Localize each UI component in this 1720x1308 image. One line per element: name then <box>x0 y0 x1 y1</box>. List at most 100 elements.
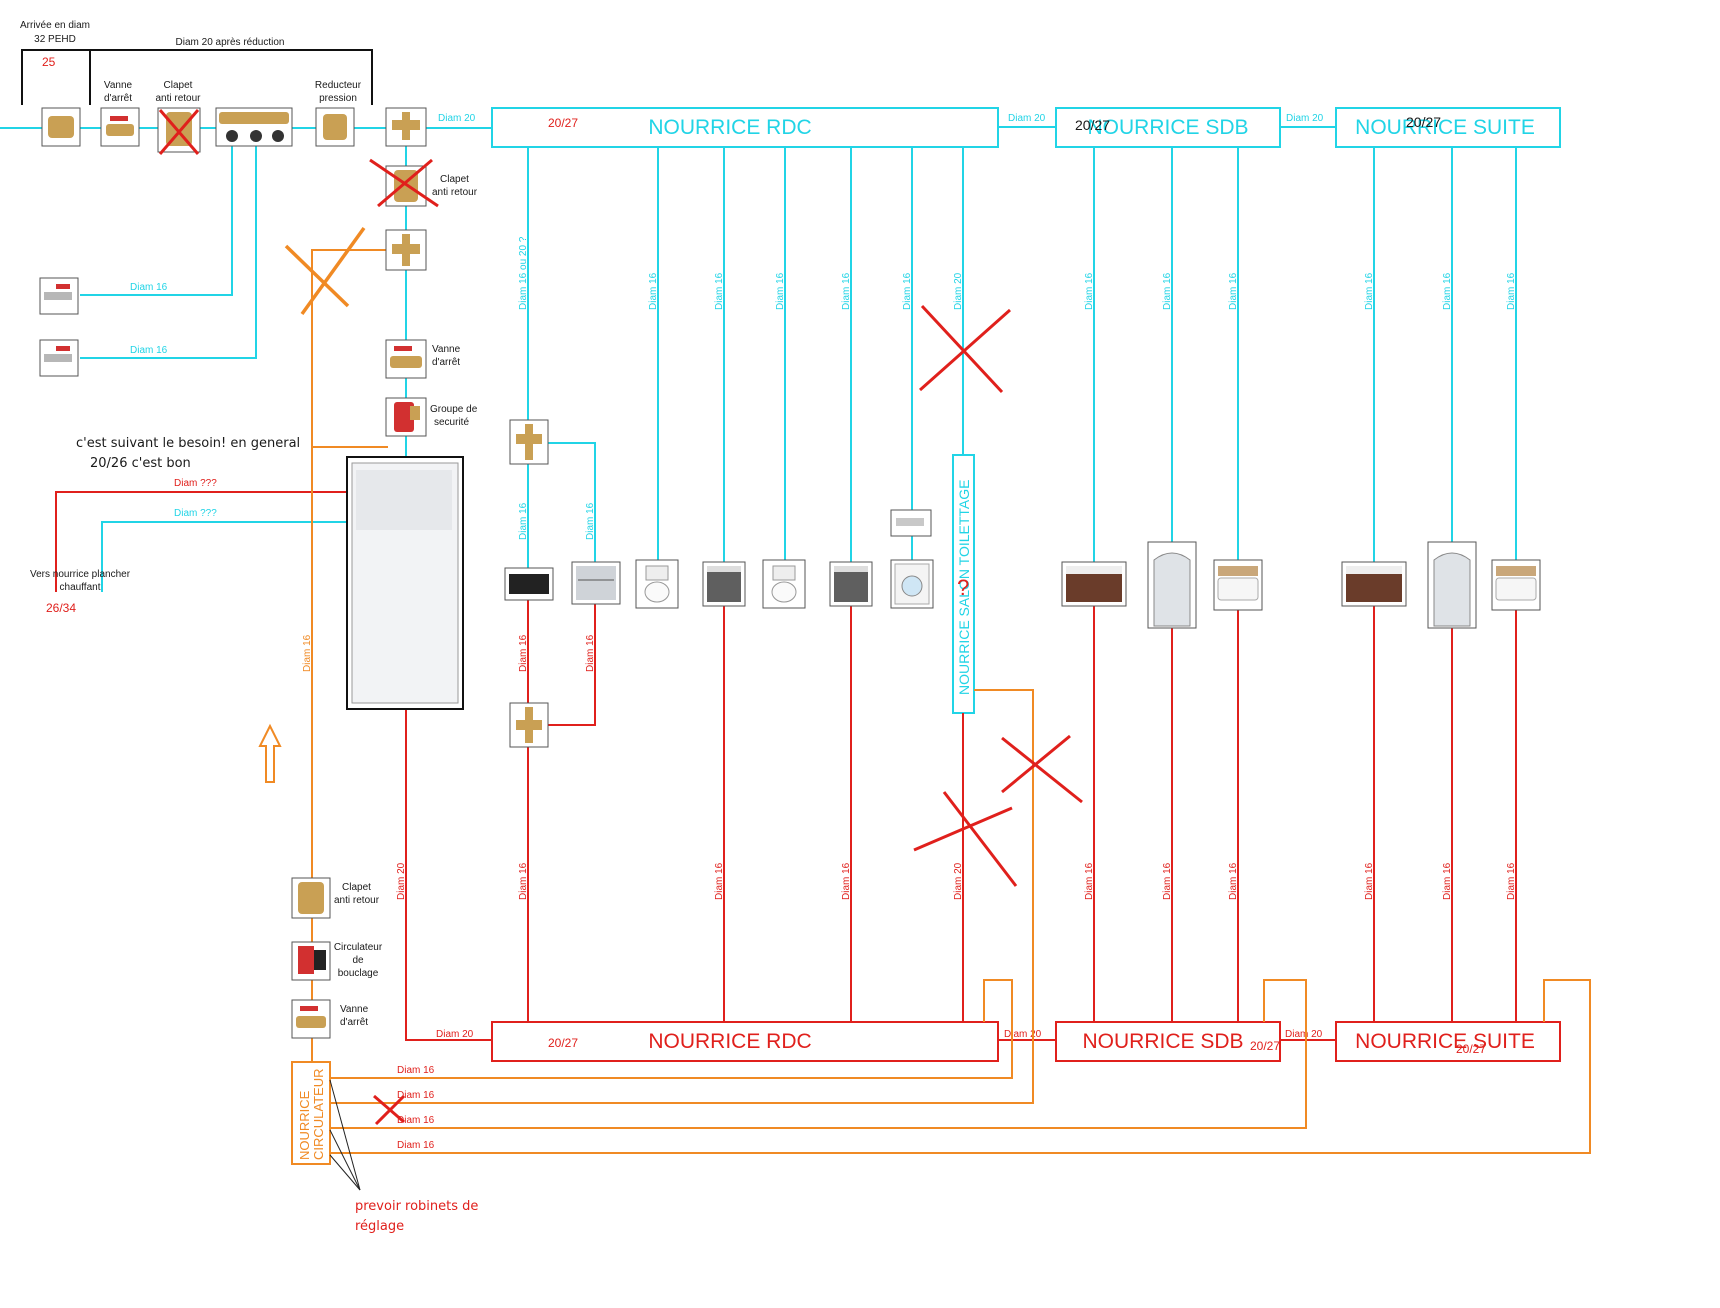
notes: c'est suivant le besoin! en general 20/2… <box>30 436 478 1234</box>
sink-icon <box>504 567 554 601</box>
plancher-label-2: chauffant <box>60 582 101 593</box>
cold-label-sdb2: Diam 16 <box>1162 272 1173 310</box>
cold-link-sdb-suite: Diam 20 <box>1286 113 1324 124</box>
cold-label-b6: Diam 16 <box>902 272 913 310</box>
cold-link-supply: Diam 20 <box>438 113 476 124</box>
cold-label-b9: Diam 16 <box>585 502 596 540</box>
loop-vanne-label-1: Vanne <box>340 1004 369 1015</box>
cold-label-suite2: Diam 16 <box>1442 272 1453 310</box>
loop-d4-label: Diam 16 <box>397 1140 435 1151</box>
plancher-number: 26/34 <box>46 601 76 615</box>
besoin-note-1: c'est suivant le besoin! en general <box>76 436 300 451</box>
cross-mark-icon <box>1001 734 1083 804</box>
hot-manifold-suite-name: NOURRICE SUITE <box>1355 1030 1535 1053</box>
cold-label-b3: Diam 16 <box>714 272 725 310</box>
hot-manifold-suite-size: 20/27 <box>1456 1042 1486 1056</box>
tee-fitting-icon <box>385 229 427 271</box>
vanity-icon <box>1061 561 1127 607</box>
hot-label-suite2: Diam 16 <box>1442 862 1453 900</box>
cross-mark-icon <box>913 791 1018 887</box>
vanne2-label-2: d'arrêt <box>432 357 460 368</box>
hot-diam-unknown-label: Diam ??? <box>174 478 217 489</box>
cold-label-b2: Diam 16 <box>648 272 659 310</box>
loop-nourrice-label-2: CIRCULATEUR <box>311 1069 326 1161</box>
hot-label-h2: Diam 16 <box>518 862 529 900</box>
cold-label-b1: Diam 16 ou 20 ? <box>518 236 529 310</box>
cold-manifolds: NOURRICE RDC 20/27 NOURRICE SDB 20/27 NO… <box>438 107 1561 148</box>
manifold-icon <box>215 107 293 147</box>
cold-link-rdc-sdb: Diam 20 <box>1008 113 1046 124</box>
reducteur-label-1: Reducteur <box>315 80 362 91</box>
loop-d3-label: Diam 16 <box>397 1115 435 1126</box>
cold-manifold-rdc-size: 20/27 <box>548 116 578 130</box>
shower-cabin-icon <box>1147 541 1197 629</box>
bathtub-icon <box>1491 559 1541 611</box>
toilet-icon <box>635 559 679 609</box>
dishwasher-icon <box>571 561 621 605</box>
vanity-icon <box>702 561 746 607</box>
arrival-label-1: Arrivée en diam <box>20 20 90 31</box>
hot-network <box>55 491 1517 1041</box>
reducteur-label-2: pression <box>319 93 357 104</box>
circulator-pump-icon <box>291 941 331 981</box>
tap-fitting-icon <box>890 509 932 537</box>
hot-label-sdb3: Diam 16 <box>1228 862 1239 900</box>
besoin-note-2: 20/26 c'est bon <box>90 456 191 471</box>
diam-after-reduction-label: Diam 20 après réduction <box>176 37 285 48</box>
cross-mark-icon <box>158 109 200 155</box>
groupe-label-1: Groupe de <box>430 404 478 415</box>
vanne-label-1: Vanne <box>104 80 133 91</box>
cold-label-b8: Diam 16 <box>518 502 529 540</box>
tap1-diam-label: Diam 16 <box>130 282 168 293</box>
clapet2-label-1: Clapet <box>440 174 469 185</box>
hot-manifold-sdb-name: NOURRICE SDB <box>1082 1030 1243 1053</box>
components: Vanne d'arrêt Clapet anti retour Reducte… <box>39 80 1541 1126</box>
shower-cabin-icon <box>1427 541 1477 629</box>
circ-label-1: Circulateur <box>334 942 383 953</box>
hot-manifold-suite <box>1335 1021 1561 1062</box>
circulator-manifold-box <box>291 1061 331 1165</box>
vanne-label-2: d'arrêt <box>104 93 132 104</box>
cold-label-suite1: Diam 16 <box>1364 272 1375 310</box>
loop-labels: Diam 16 NOURRICE CIRCULATEUR Diam 16 Dia… <box>297 634 435 1160</box>
hot-feed-vertical-label: Diam 20 <box>396 862 407 900</box>
cold-manifold-sdb <box>1055 107 1281 148</box>
cold-manifold-suite-size: 20/27 <box>1406 114 1441 130</box>
robinets-note-2: réglage <box>355 1219 404 1234</box>
hot-label-suite1: Diam 16 <box>1364 862 1375 900</box>
tee-fitting-icon <box>509 702 549 748</box>
circ-label-3: bouclage <box>338 968 379 979</box>
loop-nourrice-label-1: NOURRICE <box>297 1090 312 1160</box>
hot-label-h6: Diam 20 <box>953 862 964 900</box>
hot-manifolds: NOURRICE RDC 20/27 NOURRICE SDB 20/27 NO… <box>436 1021 1561 1062</box>
hot-label-h1: Diam 16 <box>518 634 529 672</box>
loop-clapet-label-1: Clapet <box>342 882 371 893</box>
tee-fitting-icon <box>509 419 549 465</box>
tap2-diam-label: Diam 16 <box>130 345 168 356</box>
cold-label-b4: Diam 16 <box>775 272 786 310</box>
ball-valve-icon <box>385 339 427 379</box>
ball-valve-icon <box>100 107 140 147</box>
loop-return-label: Diam 16 <box>302 634 313 672</box>
arrival-label-2: 32 PEHD <box>34 34 76 45</box>
salon-question-mark: ? <box>957 575 969 600</box>
hot-manifold-rdc-name: NOURRICE RDC <box>648 1030 811 1053</box>
robinets-note-1: prevoir robinets de <box>355 1199 478 1214</box>
loop-vanne-label-2: d'arrêt <box>340 1017 368 1028</box>
hot-manifold-rdc-size: 20/27 <box>548 1036 578 1050</box>
hot-manifold-sdb-size: 20/27 <box>1250 1039 1280 1053</box>
cold-manifold-sdb-name: NOURRICE SDB <box>1087 116 1248 139</box>
hot-label-sdb2: Diam 16 <box>1162 862 1173 900</box>
cold-label-sdb3: Diam 16 <box>1228 272 1239 310</box>
loop-network <box>258 249 1591 1191</box>
cold-branch-labels: Diam 16 ou 20 ? Diam 16 Diam 16 Diam 16 … <box>518 236 1517 695</box>
hot-label-sdb1: Diam 16 <box>1084 862 1095 900</box>
ball-valve-icon <box>291 999 331 1039</box>
hot-label-h4: Diam 16 <box>841 862 852 900</box>
pipe-fitting-icon <box>41 107 81 147</box>
hot-branch-labels: Diam 16 Diam 16 Diam 16 Diam 16 Diam 16 … <box>396 634 1517 900</box>
vanne2-label-1: Vanne <box>432 344 461 355</box>
hot-manifold-sdb <box>1055 1021 1281 1062</box>
pressure-reducer-icon <box>315 107 355 147</box>
